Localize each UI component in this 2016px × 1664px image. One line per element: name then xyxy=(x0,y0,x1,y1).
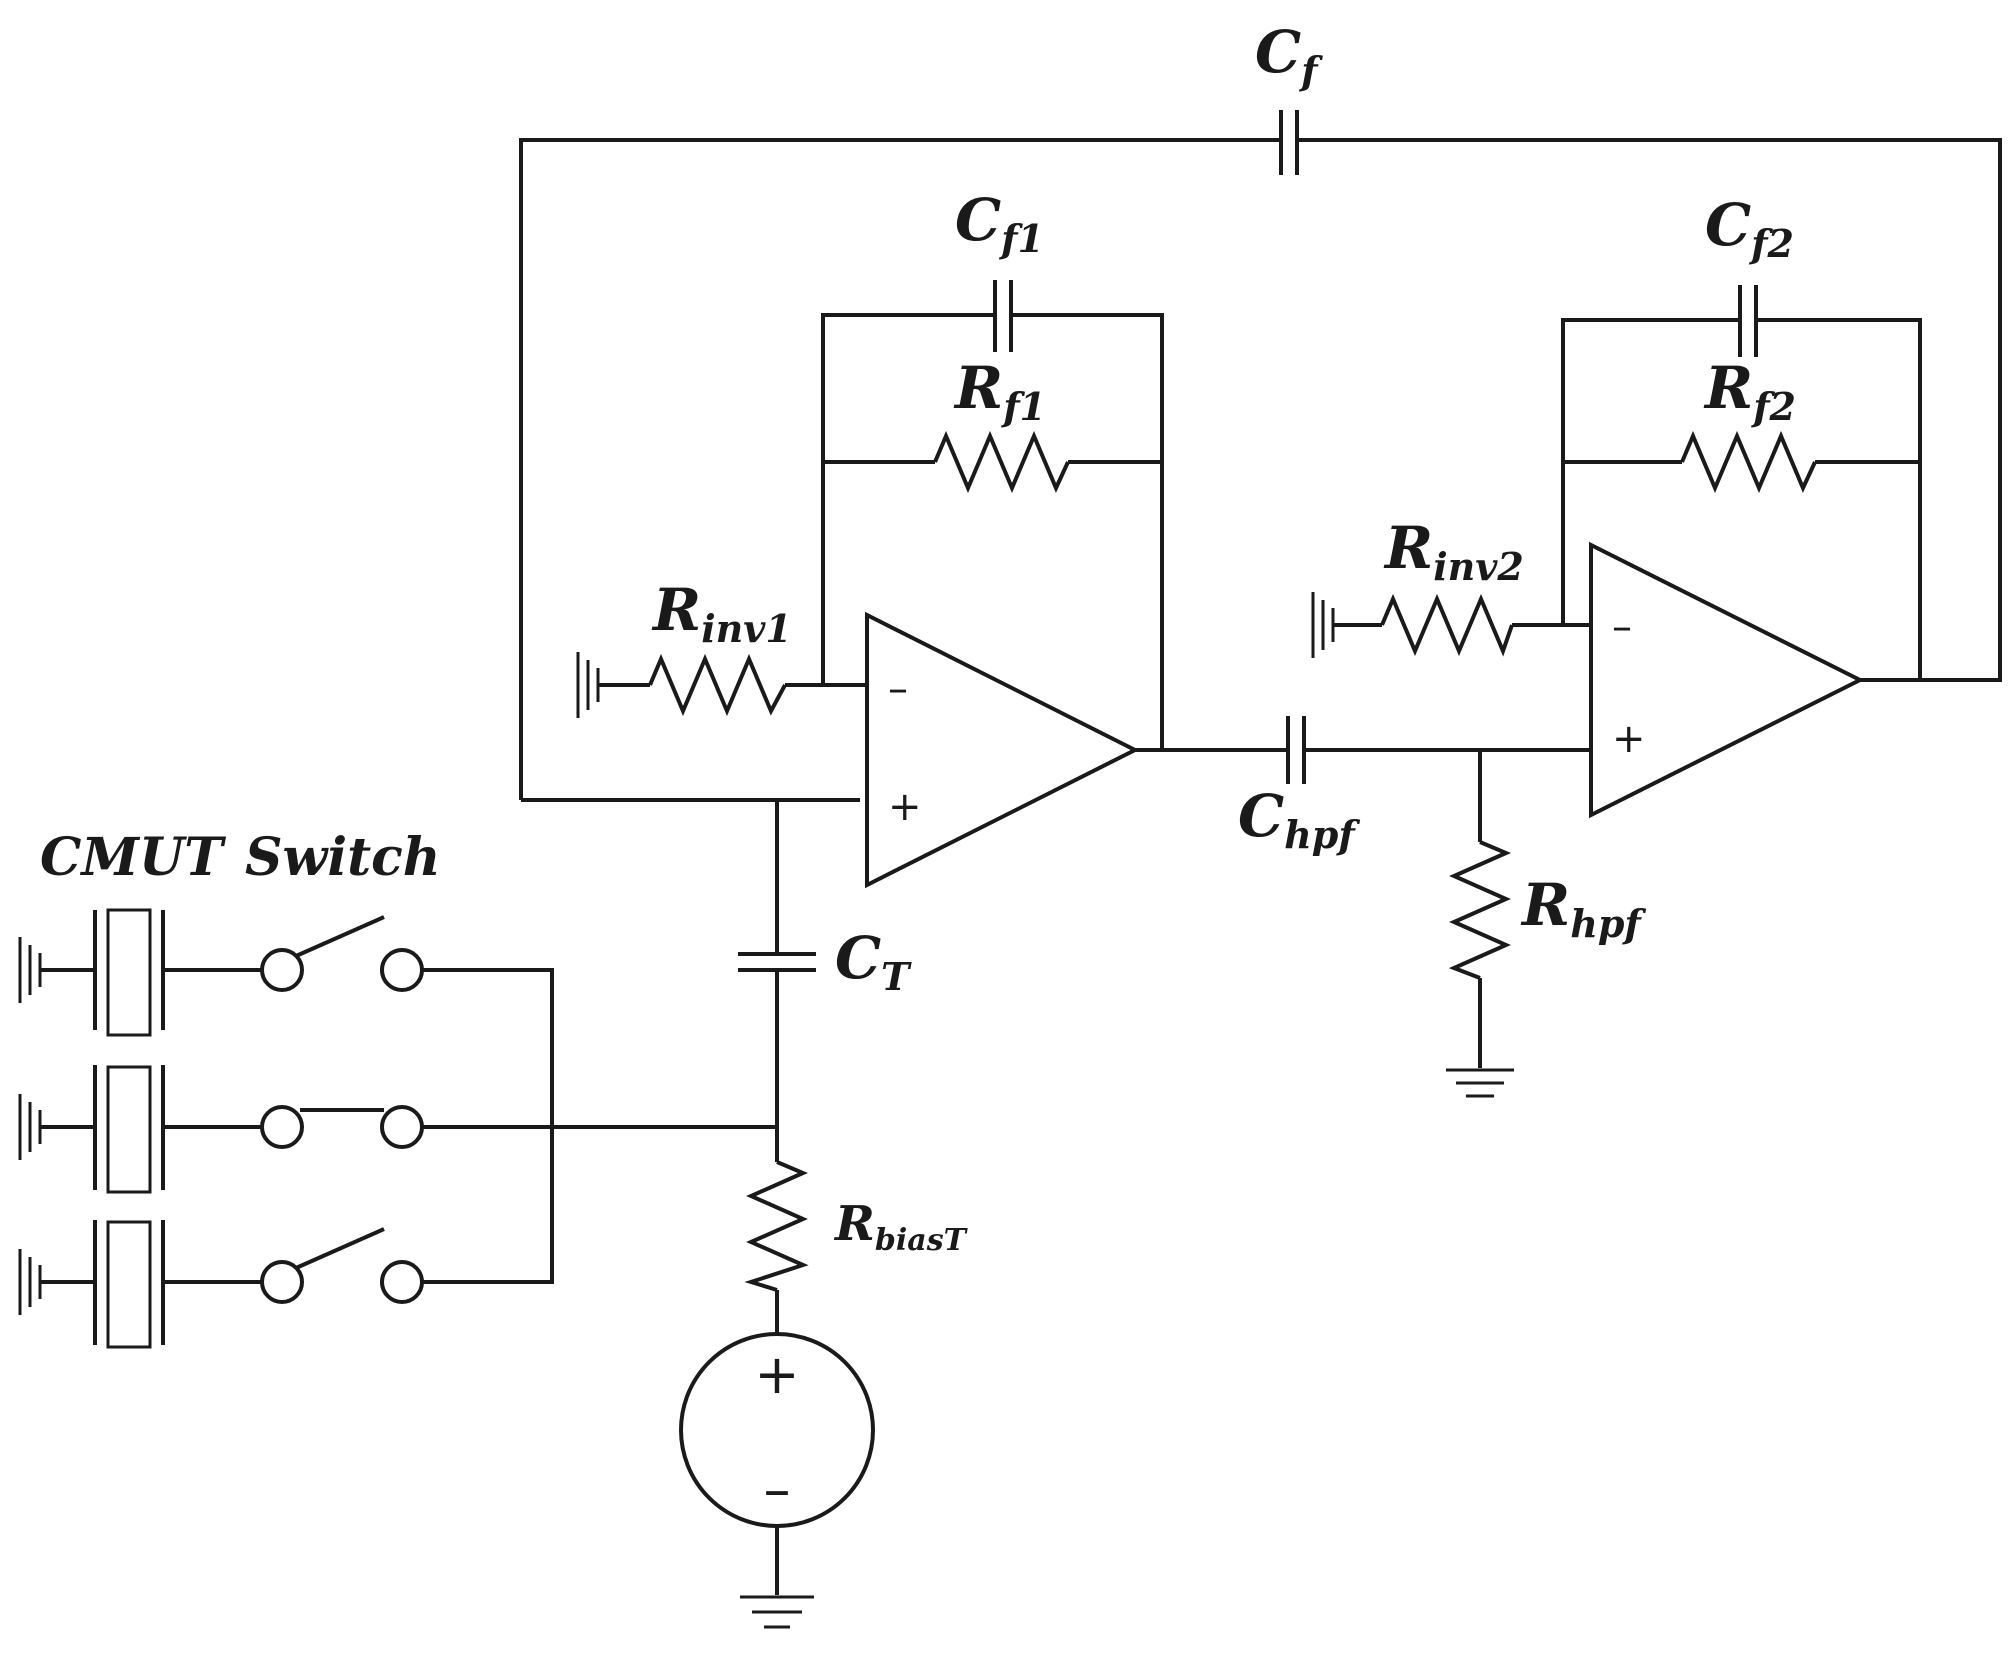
label-rbiast: RbiasT xyxy=(833,1196,969,1258)
switch-2-left-terminal xyxy=(260,1105,304,1149)
resistor-rinv2 xyxy=(1380,593,1514,657)
label-cf2: Cf2 xyxy=(1705,191,1794,266)
cmut-element-1 xyxy=(106,908,152,1037)
source-negative-pin: – xyxy=(764,1458,791,1521)
label-rinv1: Rinv1 xyxy=(651,576,792,651)
opamp2-inverting-pin: – xyxy=(1612,604,1632,650)
switch-1-arm xyxy=(295,915,385,958)
cmut-element-3 xyxy=(106,1220,152,1349)
opamp1-feedback-wires xyxy=(821,313,1164,750)
capacitor-cf xyxy=(1279,110,1299,175)
opamp1-noninverting-pin: + xyxy=(888,784,922,830)
label-cf1: Cf1 xyxy=(955,186,1044,261)
cmut-bus-wires xyxy=(422,968,777,1284)
switch-1-right-terminal xyxy=(380,948,424,992)
switch-3-right-terminal xyxy=(380,1260,424,1304)
outer-feedback-wire xyxy=(519,138,2002,802)
header-switch: Switch xyxy=(245,827,441,888)
opamp-1 xyxy=(865,611,1140,889)
switch-2-right-terminal xyxy=(380,1105,424,1149)
label-rf2: Rf2 xyxy=(1703,354,1796,429)
switch-3-arm xyxy=(295,1227,385,1270)
ground-rinv2 xyxy=(1311,592,1335,658)
label-chpf: Chpf xyxy=(1238,782,1360,857)
label-rf1: Rf1 xyxy=(953,354,1046,429)
opamp-2 xyxy=(1589,541,1865,819)
cmut-element-2 xyxy=(106,1065,152,1194)
ground-cmut-3 xyxy=(18,1249,42,1315)
opamp2-feedback-wires xyxy=(1561,318,1922,680)
resistor-rf2 xyxy=(1680,430,1817,494)
resistor-rf1 xyxy=(933,430,1070,494)
cmut-row-3 xyxy=(18,1220,424,1349)
ground-cmut-2 xyxy=(18,1094,42,1160)
label-cf: Cf xyxy=(1255,18,1323,93)
opamp2-noninverting-pin: + xyxy=(1612,716,1646,762)
opamp1-inverting-pin: – xyxy=(888,666,908,712)
label-rhpf: Rhpf xyxy=(1520,871,1646,946)
source-positive-pin: + xyxy=(754,1343,799,1406)
ground-rinv1 xyxy=(576,652,600,718)
cmut-row-2 xyxy=(18,1065,424,1194)
header-cmut: CMUT xyxy=(40,827,226,888)
switch-3-left-terminal xyxy=(260,1260,304,1304)
ground-cmut-1 xyxy=(18,937,42,1003)
capacitor-ct xyxy=(738,952,816,972)
resistor-rbiast xyxy=(744,1160,809,1292)
resistor-rhpf xyxy=(1448,840,1512,980)
cmut-row-1 xyxy=(18,908,424,1037)
resistor-rinv1 xyxy=(648,653,787,717)
switch-1-left-terminal xyxy=(260,948,304,992)
chpf-wires xyxy=(1162,748,1591,1068)
label-rinv2: Rinv2 xyxy=(1383,514,1524,589)
capacitor-chpf xyxy=(1286,716,1306,784)
ground-source xyxy=(740,1595,814,1629)
capacitor-cf2 xyxy=(1738,285,1758,357)
ground-rhpf xyxy=(1446,1068,1514,1098)
capacitor-cf1 xyxy=(993,280,1013,352)
bias-voltage-source xyxy=(679,1332,875,1528)
label-ct: CT xyxy=(835,924,912,999)
